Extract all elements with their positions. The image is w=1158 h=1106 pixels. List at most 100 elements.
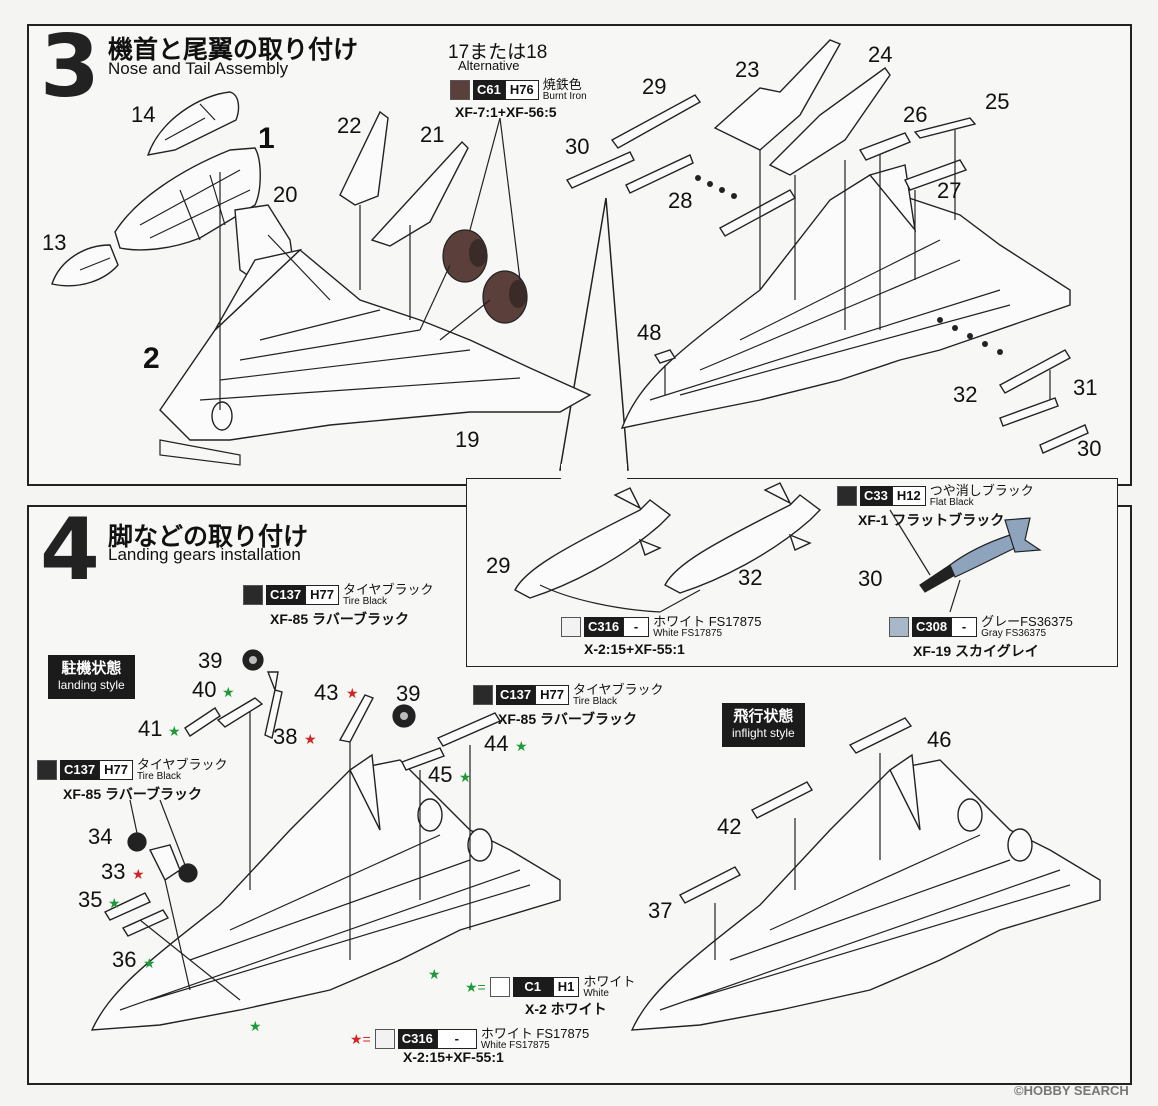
burnt-iron-h: H76 [504,80,539,100]
step3-right-leaders [664,130,1051,400]
tire-black-code-1: C137 [266,585,306,605]
part-num-25: 25 [985,89,1010,114]
vertical-tail-21 [370,140,469,247]
part-num-38: 38 [273,724,298,749]
part-num-39b: 39 [396,681,421,706]
missile-30-large [919,517,1042,593]
part-num-37: 37 [648,898,673,923]
strut-43 [338,694,374,743]
star-green-35: ★ [108,896,121,912]
legend-red-mix: X-2:15+XF-55:1 [403,1049,504,1065]
legend-red-code: C316 [397,1029,437,1049]
landing-style-badge: 駐機状態 landing style [48,655,135,699]
pylon-27 [904,159,968,191]
step3-title-jp: 機首と尾翼の取り付け [108,35,359,64]
part-num-19: 19 [455,427,480,452]
tire-black-mix-3: XF-85 ラバーブラック [63,786,203,802]
gray-fs-h: - [951,617,978,637]
part-num-1: 1 [258,122,275,155]
tire-black-h-1: H77 [305,585,339,605]
flat-black-mix: XF-1 フラットブラック [858,512,1005,528]
step4-title-jp: 脚などの取り付け [108,522,309,551]
part-num-42: 42 [717,814,742,839]
part-num-20: 20 [273,182,298,207]
alt-sub: Alternative [458,58,520,73]
watermark: ©HOBBY SEARCH [1014,1083,1129,1098]
part-num-44: 44 [484,731,509,756]
door-41 [184,707,221,737]
part-num-46: 46 [927,727,952,752]
door-44 [436,712,502,747]
door-45 [401,747,445,771]
door-35 [103,892,151,921]
tire-black-swatch-3 [37,760,57,780]
legend-green-mix: X-2 ホワイト [525,1001,607,1017]
fuselage-step3 [159,248,592,466]
tire-black-h-2: H77 [535,685,569,705]
missile-29-small [610,94,702,149]
flat-black-swatch [837,486,857,506]
rail-25 [913,117,977,139]
white-fs-h: - [623,617,650,637]
star-green-44: ★ [515,739,528,755]
star-green-41: ★ [168,724,181,740]
exhaust-nozzles [442,229,528,324]
fuselage-step3-right [620,164,1071,429]
gray-fs-swatch [889,617,909,637]
star-red-38: ★ [304,732,317,748]
tire-black-code-3: C137 [60,760,100,780]
part-num-30b: 30 [1077,436,1102,461]
burnt-iron-swatch [450,80,470,100]
part-num-27: 27 [937,178,962,203]
part-num-35: 35 [78,887,103,912]
tire-black-swatch-1 [243,585,263,605]
tire-black-code-2: C137 [496,685,536,705]
white-fs-mix: X-2:15+XF-55:1 [584,641,685,657]
white-fs-swatch [561,617,581,637]
star-green-door-a: ★ [428,967,441,983]
part-48 [653,349,677,364]
aircraft-inflight [630,753,1101,1031]
star-red-33: ★ [132,867,145,883]
pylon-26 [858,132,911,161]
aircraft-landing [90,753,561,1031]
missile-29-large [514,487,672,599]
door-40 [216,697,264,728]
part-num-36: 36 [112,947,137,972]
part-num-14: 14 [131,102,156,127]
part-num-22: 22 [337,113,362,138]
legend-red-star: ★= [350,1030,371,1047]
part-num-2: 2 [143,342,160,375]
star-green-45: ★ [459,770,472,786]
nose-section-part [114,147,261,251]
part-num-41: 41 [138,716,163,741]
door-36 [121,909,170,937]
part-num-28: 28 [668,188,693,213]
part-num-26: 26 [903,102,928,127]
step4-number: 4 [40,500,100,600]
gray-fs-mix: XF-19 スカイグレイ [913,643,1039,659]
part-num-40: 40 [192,677,217,702]
wheel-34 [127,832,147,852]
detail-leaders [539,509,961,613]
part-num-43: 43 [314,680,339,705]
tire-black-mix-1: XF-85 ラバーブラック [270,611,410,627]
step4-title-en: Landing gears installation [108,545,301,564]
detail-part-32: 32 [738,565,763,590]
star-green-door-b: ★ [249,1019,262,1035]
missile-30-b [1039,424,1089,454]
part-num-45: 45 [428,762,453,787]
